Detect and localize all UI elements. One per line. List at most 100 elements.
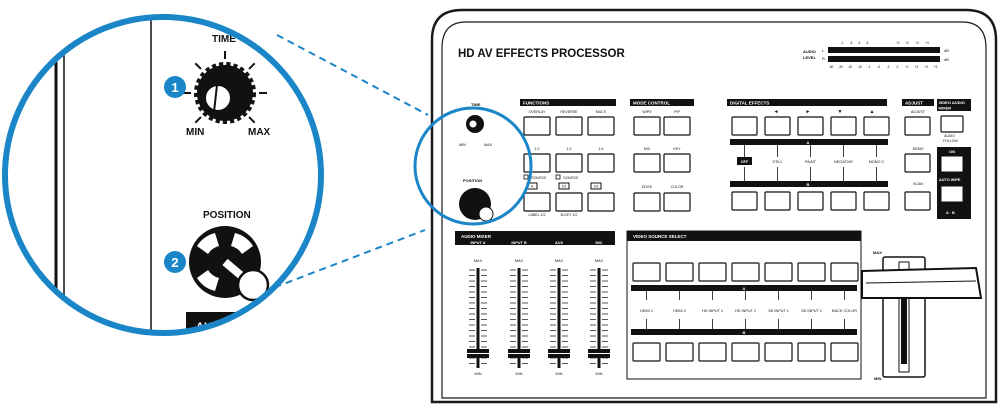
zoom-connector-top	[276, 34, 429, 116]
t-bar-handle[interactable]	[861, 266, 983, 299]
mode-label: EDGE	[642, 185, 653, 189]
arrow-label: ◄	[774, 109, 779, 115]
fader-max-label: MAX	[595, 259, 604, 263]
function-button[interactable]	[523, 153, 551, 173]
source-bus-a-button[interactable]	[731, 262, 760, 282]
panel-min-label: MIN	[459, 143, 466, 147]
mode-label: WIPE	[642, 110, 652, 114]
effect-button[interactable]	[731, 191, 758, 211]
source-bus-a-button[interactable]	[830, 262, 859, 282]
meter-tick-bottom: -50	[829, 65, 834, 69]
zoom-ring	[2, 14, 324, 336]
meter-tick-top: -4	[858, 41, 861, 45]
mode-button[interactable]	[633, 116, 661, 136]
fader-min-label: MIN	[475, 372, 482, 376]
source-input-label: HD INPUT 1	[702, 309, 723, 313]
source-bus-b-button[interactable]	[731, 342, 760, 362]
auto-wipe-button[interactable]	[940, 185, 964, 203]
scan-button[interactable]	[904, 191, 931, 211]
mini-indicator-label: A	[531, 185, 534, 189]
fader-max-label: MAX	[474, 259, 483, 263]
effect-button[interactable]	[863, 116, 890, 136]
functions-header-bar	[520, 99, 616, 106]
effect-button[interactable]	[797, 116, 824, 136]
source-bus-b-label: B	[743, 330, 746, 335]
adjust-header-bar	[902, 99, 934, 106]
arrow-label: ►	[806, 109, 811, 115]
functions-title: FUNCTIONS	[523, 101, 549, 106]
digital-effects-title: DIGITAL EFFECTS	[730, 101, 769, 106]
mode-button[interactable]	[633, 192, 661, 212]
on-button[interactable]	[940, 155, 964, 173]
fader-track	[476, 268, 480, 368]
zoom-time-knob[interactable]	[194, 62, 256, 124]
mode-button[interactable]	[633, 153, 661, 173]
zoom-side-label: A	[334, 206, 340, 215]
on-label: ON	[949, 149, 955, 154]
source-bus-a-bar	[631, 285, 857, 291]
meter-tick-bottom: -3	[887, 65, 890, 69]
source-indicator	[555, 174, 561, 180]
effect-button[interactable]	[764, 116, 791, 136]
meter-bar-r	[828, 56, 940, 62]
function-button[interactable]	[523, 192, 551, 212]
source-bus-b-button[interactable]	[665, 342, 694, 362]
source-bus-a-button[interactable]	[797, 262, 826, 282]
video-audio-mixer-section: VIDEO AUDIO MIXER AUDIO FOLLOW ON AUTO W…	[937, 99, 971, 219]
function-button[interactable]	[523, 116, 551, 136]
function-button[interactable]	[587, 153, 615, 173]
bus-a-bar	[730, 139, 888, 145]
mini-indicator-label: 1/2	[562, 185, 567, 189]
mode-label: PIP	[674, 110, 680, 114]
source-bus-b-button[interactable]	[632, 342, 661, 362]
panel-time-knob-group: TIME MIN MAX	[459, 102, 493, 147]
audio-follow-button[interactable]	[940, 115, 964, 133]
mode-button[interactable]	[663, 153, 691, 173]
adjust-button[interactable]	[904, 116, 931, 136]
function-button[interactable]	[555, 116, 583, 136]
effect-label: NEGATIVE	[834, 160, 853, 164]
function-label: REVERSE	[560, 110, 578, 114]
meter-tick-top: +2	[905, 41, 909, 45]
effect-label: STILL	[772, 160, 782, 164]
scan-label: SCAN	[913, 182, 923, 186]
effect-button[interactable]	[764, 191, 791, 211]
effect-button[interactable]	[731, 116, 758, 136]
function-button[interactable]	[587, 116, 615, 136]
zoom-position-joystick[interactable]	[189, 226, 270, 302]
source-bus-a-button[interactable]	[764, 262, 793, 282]
source-bus-b-button[interactable]	[764, 342, 793, 362]
fader-min-label: MIN	[596, 372, 603, 376]
meter-db-bottom: dB	[944, 57, 949, 62]
source-bus-a-button[interactable]	[665, 262, 694, 282]
demo-button[interactable]	[904, 153, 931, 173]
adjust-title: ADJUST	[905, 101, 923, 106]
function-label: 1:3	[567, 147, 572, 151]
audio-mixer-title: AUDIO MIXER	[461, 234, 492, 239]
effect-button[interactable]	[863, 191, 890, 211]
meter-tick-bottom: +3	[924, 65, 928, 69]
function-button[interactable]	[555, 192, 583, 212]
dial-tick	[248, 62, 256, 70]
effect-button[interactable]	[830, 191, 857, 211]
mode-label: KEY	[673, 147, 681, 151]
mode-button[interactable]	[663, 192, 691, 212]
fader-min-label: MIN	[556, 372, 563, 376]
mode-button[interactable]	[663, 116, 691, 136]
function-button[interactable]	[587, 192, 615, 212]
t-bar-max-label: MAX	[873, 250, 882, 255]
meter-tick-bottom: +1	[905, 65, 909, 69]
function-button[interactable]	[555, 153, 583, 173]
source-bus-a-button[interactable]	[632, 262, 661, 282]
source-bus-b-button[interactable]	[830, 342, 859, 362]
meter-db-top: dB	[944, 48, 949, 53]
effect-button[interactable]	[830, 116, 857, 136]
source-bus-b-button[interactable]	[698, 342, 727, 362]
source-bus-b-button[interactable]	[797, 342, 826, 362]
source-bus-a-button[interactable]	[698, 262, 727, 282]
effect-button[interactable]	[797, 191, 824, 211]
auto-wipe-label: AUTO WIPE	[939, 178, 961, 182]
